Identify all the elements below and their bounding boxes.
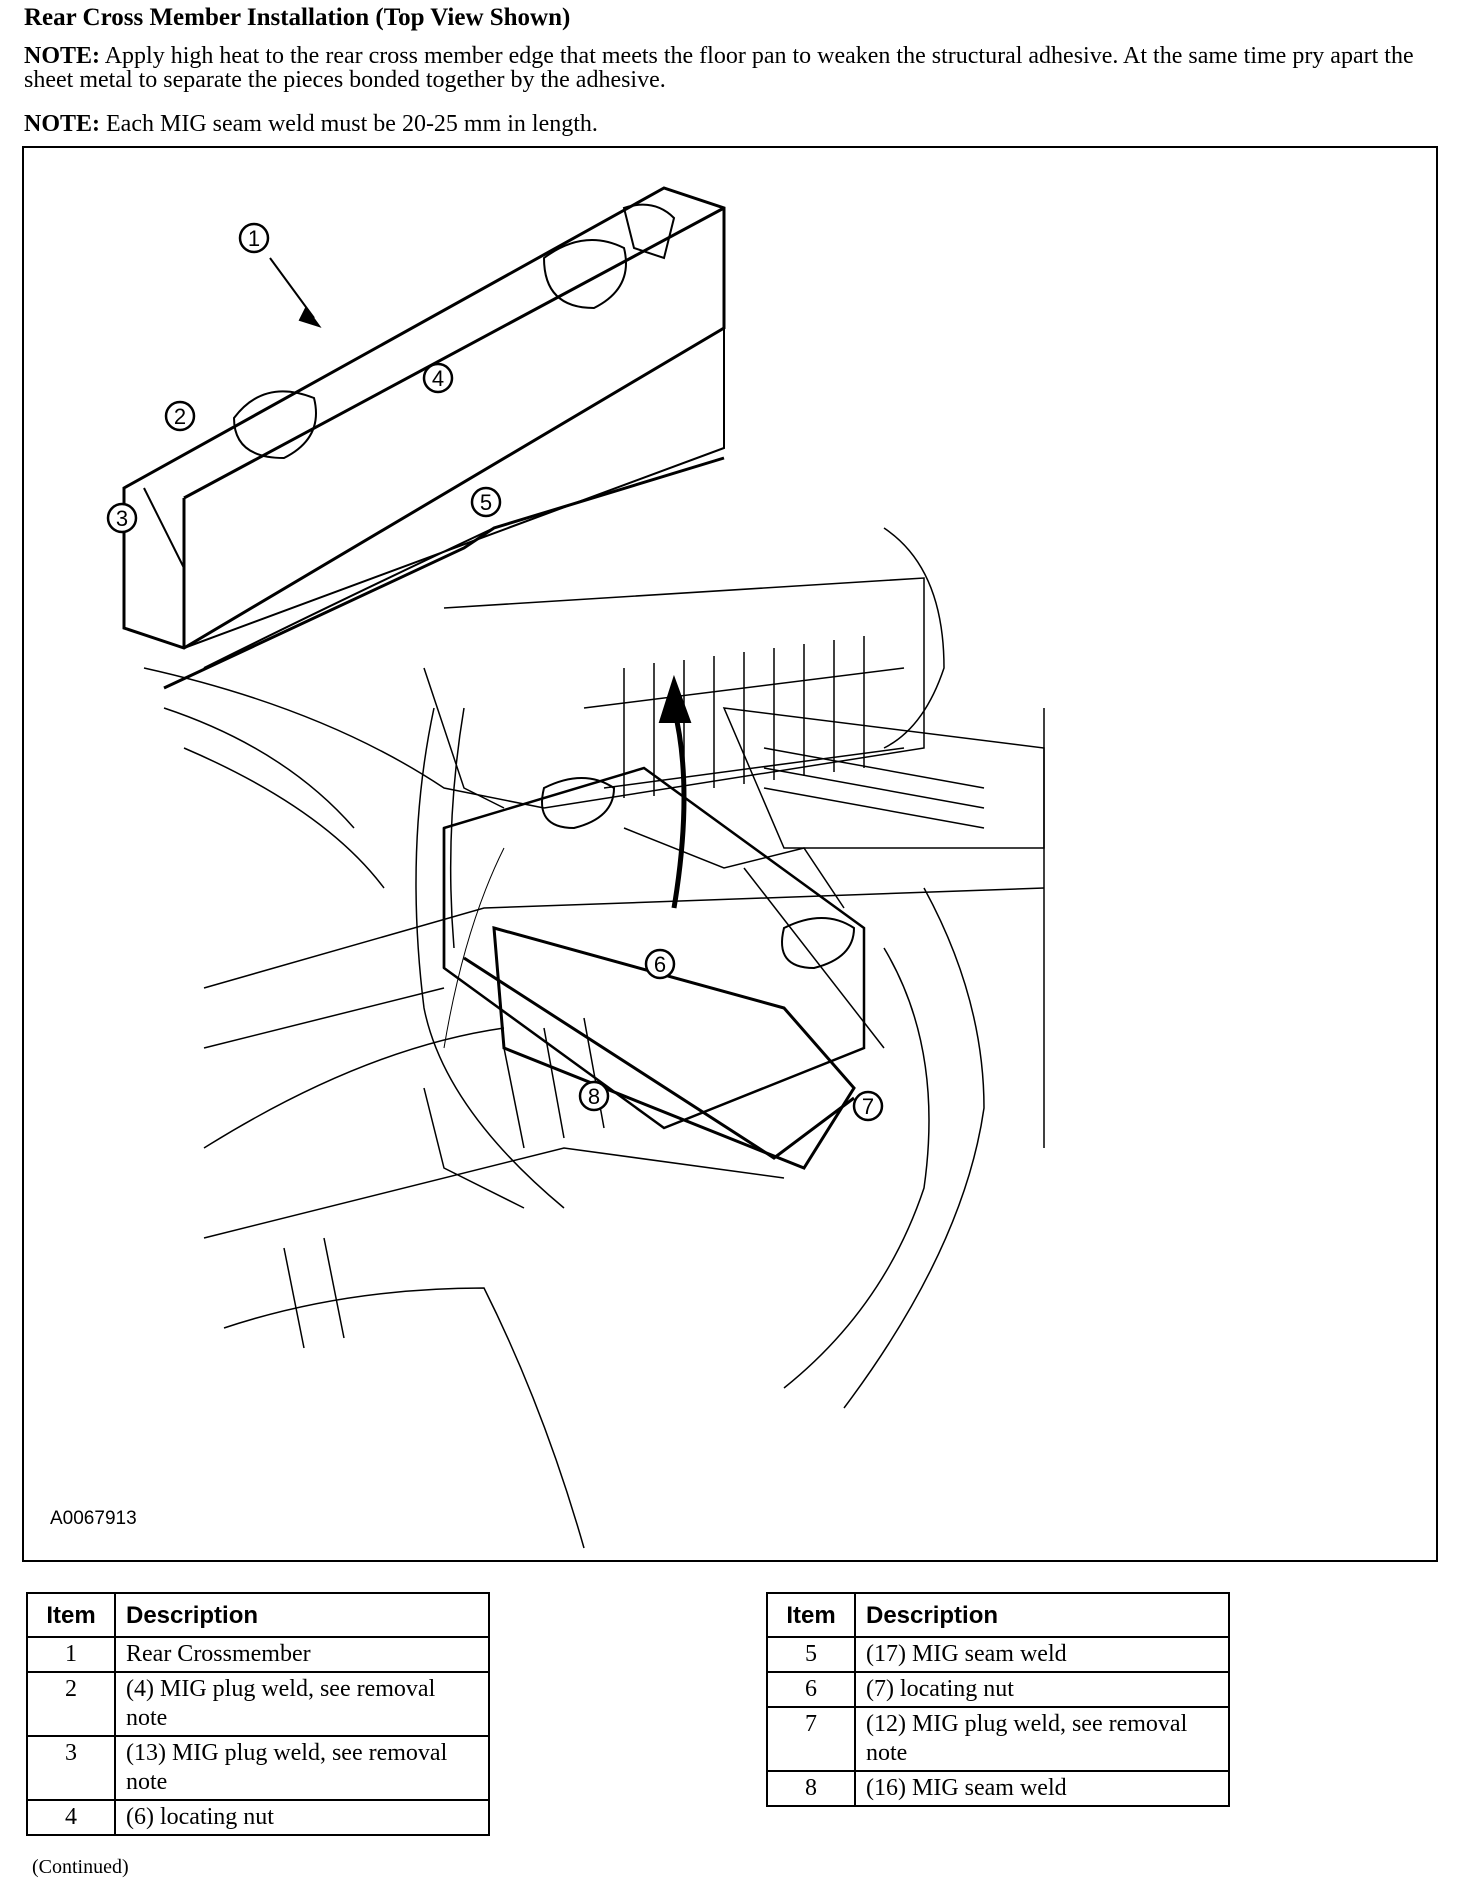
callout-6: 6 — [644, 948, 676, 980]
table-row: 3 (13) MIG plug weld, see removal note — [26, 1735, 490, 1801]
table-row: 5 (17) MIG seam weld — [766, 1636, 1230, 1673]
items-table-right: Item Description 5 (17) MIG seam weld 6 … — [766, 1592, 1230, 1807]
item-number: 7 — [766, 1706, 856, 1772]
note-text: Apply high heat to the rear cross member… — [24, 43, 1414, 93]
callout-label: 8 — [588, 1084, 600, 1109]
table-row: 2 (4) MIG plug weld, see removal note — [26, 1671, 490, 1737]
vehicle-body-detail — [203, 707, 1045, 1549]
item-number: 4 — [26, 1799, 116, 1836]
table-row: 8 (16) MIG seam weld — [766, 1770, 1230, 1807]
page-title: Rear Cross Member Installation (Top View… — [24, 4, 571, 31]
table-header-row: Item Description — [26, 1592, 490, 1638]
callout-5: 5 — [470, 486, 502, 518]
note-label: NOTE: — [24, 111, 101, 137]
note-adhesive: NOTE: Apply high heat to the rear cross … — [24, 44, 1444, 92]
item-number: 5 — [766, 1636, 856, 1673]
item-number: 2 — [26, 1671, 116, 1737]
floor-pan-detail — [143, 527, 945, 1049]
callout-3: 3 — [106, 502, 138, 534]
callout-2: 2 — [164, 400, 196, 432]
items-table-left: Item Description 1 Rear Crossmember 2 (4… — [26, 1592, 490, 1836]
column-header-description: Description — [854, 1592, 1230, 1638]
callouts: 1 2 3 4 5 6 7 8 — [106, 222, 884, 1122]
column-header-item: Item — [26, 1592, 116, 1638]
column-header-description: Description — [114, 1592, 490, 1638]
continued-label: (Continued) — [32, 1856, 129, 1878]
item-description: (4) MIG plug weld, see removal note — [114, 1671, 490, 1737]
item-number: 6 — [766, 1671, 856, 1708]
table-row: 7 (12) MIG plug weld, see removal note — [766, 1706, 1230, 1772]
item-description: (7) locating nut — [854, 1671, 1230, 1708]
callout-label: 7 — [862, 1094, 874, 1119]
installed-crossmember — [442, 766, 866, 1170]
rear-crossmember — [122, 186, 726, 650]
callout-label: 1 — [248, 226, 260, 251]
table-row: 1 Rear Crossmember — [26, 1636, 490, 1673]
item-number: 1 — [26, 1636, 116, 1673]
item-description: (16) MIG seam weld — [854, 1770, 1230, 1807]
column-header-item: Item — [766, 1592, 856, 1638]
cross-member-illustration: 1 2 3 4 5 6 7 8 — [106, 186, 1045, 1549]
callout-label: 5 — [480, 490, 492, 515]
illustration-frame: 1 2 3 4 5 6 7 8 A0067913 — [22, 146, 1438, 1562]
callout-1: 1 — [238, 222, 270, 254]
table-row: 6 (7) locating nut — [766, 1671, 1230, 1708]
callout-label: 2 — [174, 404, 186, 429]
callout-label: 6 — [654, 952, 666, 977]
callout-7: 7 — [852, 1090, 884, 1122]
figure-id: A0067913 — [50, 1508, 137, 1529]
item-description: (6) locating nut — [114, 1799, 490, 1836]
note-label: NOTE: — [24, 43, 101, 69]
item-description: (13) MIG plug weld, see removal note — [114, 1735, 490, 1801]
item-description: Rear Crossmember — [114, 1636, 490, 1673]
note-text: Each MIG seam weld must be 20-25 mm in l… — [106, 111, 598, 137]
callout-4: 4 — [422, 362, 454, 394]
item-description: (12) MIG plug weld, see removal note — [854, 1706, 1230, 1772]
table-row: 4 (6) locating nut — [26, 1799, 490, 1836]
item-number: 3 — [26, 1735, 116, 1801]
table-header-row: Item Description — [766, 1592, 1230, 1638]
item-description: (17) MIG seam weld — [854, 1636, 1230, 1673]
callout-8: 8 — [578, 1080, 610, 1112]
callout-label: 3 — [116, 506, 128, 531]
item-number: 8 — [766, 1770, 856, 1807]
note-seam-weld: NOTE: Each MIG seam weld must be 20-25 m… — [24, 112, 1444, 136]
callout-label: 4 — [432, 366, 444, 391]
